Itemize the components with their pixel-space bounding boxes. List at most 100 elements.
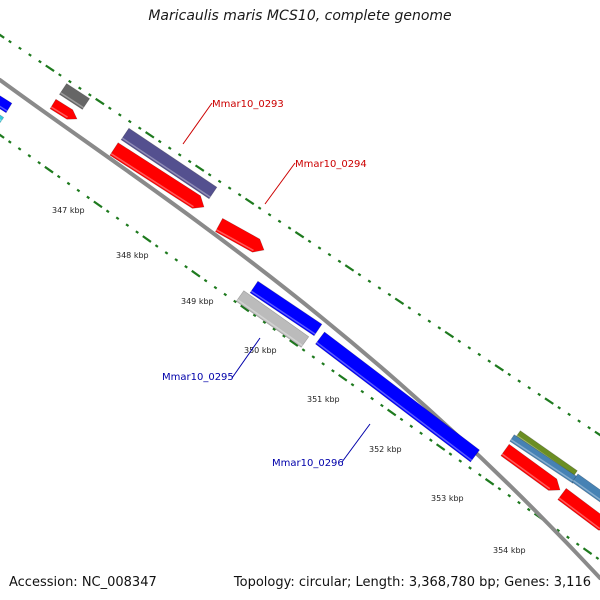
page-title: Maricaulis maris MCS10, complete genome: [148, 8, 452, 24]
tick-minor: [517, 500, 521, 505]
tick-minor: [517, 379, 522, 383]
tick-minor: [427, 319, 432, 323]
gene-feature-highlight: [121, 137, 211, 198]
tick-minor: [184, 265, 188, 269]
tick-minor: [115, 216, 120, 220]
tick-minor: [125, 223, 130, 227]
gene-feature: [557, 487, 600, 531]
tick-minor: [88, 93, 92, 97]
gene-feature: [249, 280, 323, 337]
tick-minor: [409, 424, 414, 429]
tick-minor: [575, 542, 580, 547]
gene-label: Mmar10_0294: [295, 159, 367, 170]
tick-minor: [66, 181, 71, 186]
tick-minor: [507, 372, 512, 377]
tick-minor: [507, 493, 512, 498]
tick-minor: [18, 46, 22, 51]
tick-major: [144, 131, 155, 139]
scale-tick-label: 352 kbp: [369, 445, 402, 454]
gene-feature-highlight: [572, 479, 600, 501]
tick-major: [95, 97, 105, 106]
tick-minor: [7, 140, 12, 144]
tick-minor: [233, 299, 237, 304]
tick-minor: [380, 403, 384, 408]
tick-major: [0, 133, 5, 139]
gene-feature-highlight: [558, 497, 600, 530]
tick-minor: [68, 79, 72, 84]
tick-minor: [399, 417, 404, 422]
tick-minor: [526, 507, 531, 512]
gene-feature-highlight: [0, 105, 8, 112]
tick-minor: [262, 320, 267, 325]
tick-major: [240, 304, 250, 313]
tick-minor: [207, 173, 212, 177]
tick-major: [582, 547, 593, 555]
tick-minor: [407, 306, 412, 310]
tick-minor: [38, 59, 42, 64]
gene-feature: [49, 98, 78, 120]
gene-feature: [0, 95, 13, 114]
gene-label-leader: [264, 162, 296, 205]
tick-minor: [311, 355, 316, 359]
scale-tick-label: 349 kbp: [181, 297, 214, 306]
backbone-layer: [0, 78, 600, 580]
tick-minor: [223, 292, 228, 297]
tick-major: [338, 373, 348, 382]
tick-minor: [595, 556, 600, 560]
gene-label-leader: [231, 337, 261, 379]
tick-major: [44, 165, 54, 174]
tick-major: [244, 197, 255, 206]
tick-minor: [237, 193, 242, 197]
tick-major: [435, 443, 446, 451]
genome-backbone: [0, 78, 600, 580]
gene-feature: [500, 443, 561, 491]
tick-minor: [337, 259, 342, 264]
tick-minor: [327, 252, 332, 257]
tick-minor: [78, 86, 82, 90]
tick-minor: [227, 186, 232, 190]
tick-minor: [135, 230, 139, 234]
tick-minor: [307, 239, 312, 244]
gene-feature-highlight: [110, 152, 194, 208]
tick-minor: [448, 452, 453, 456]
gene-feature: [58, 83, 91, 110]
scale-tick-label: 350 kbp: [244, 346, 277, 355]
gene-feature-highlight: [50, 106, 68, 118]
tick-minor: [417, 312, 422, 317]
tick-major: [386, 408, 397, 417]
tick-minor: [370, 396, 374, 401]
tick-minor: [321, 362, 326, 366]
tick-minor: [267, 212, 272, 217]
tick-major: [594, 430, 600, 437]
gene-feature-highlight: [510, 439, 575, 483]
tick-minor: [287, 226, 292, 230]
tick-minor: [157, 139, 162, 144]
gene-feature-highlight: [250, 290, 316, 335]
genome-summary-text: Topology: circular; Length: 3,368,780 bp…: [233, 575, 591, 590]
tick-minor: [457, 339, 462, 343]
tick-minor: [174, 258, 179, 262]
tick-minor: [360, 389, 365, 394]
tick-minor: [487, 359, 492, 363]
tick-minor: [566, 535, 570, 540]
scale-tick-label: 354 kbp: [493, 546, 526, 555]
tick-minor: [467, 346, 472, 350]
tick-minor: [350, 382, 355, 387]
tick-minor: [8, 39, 12, 44]
tick-minor: [367, 279, 372, 284]
tick-major: [194, 164, 205, 172]
tick-minor: [387, 292, 392, 297]
tick-major: [93, 200, 103, 209]
tick-minor: [217, 179, 222, 184]
tick-minor: [37, 160, 42, 165]
gene-feature-highlight: [236, 299, 303, 347]
tick-minor: [154, 244, 159, 248]
tick-minor: [437, 326, 442, 330]
tick-minor: [257, 206, 262, 210]
gene-feature: [214, 217, 265, 253]
tick-major: [0, 33, 5, 39]
gene-feature-highlight: [316, 341, 473, 461]
tick-minor: [107, 106, 112, 110]
tick-minor: [497, 486, 502, 491]
